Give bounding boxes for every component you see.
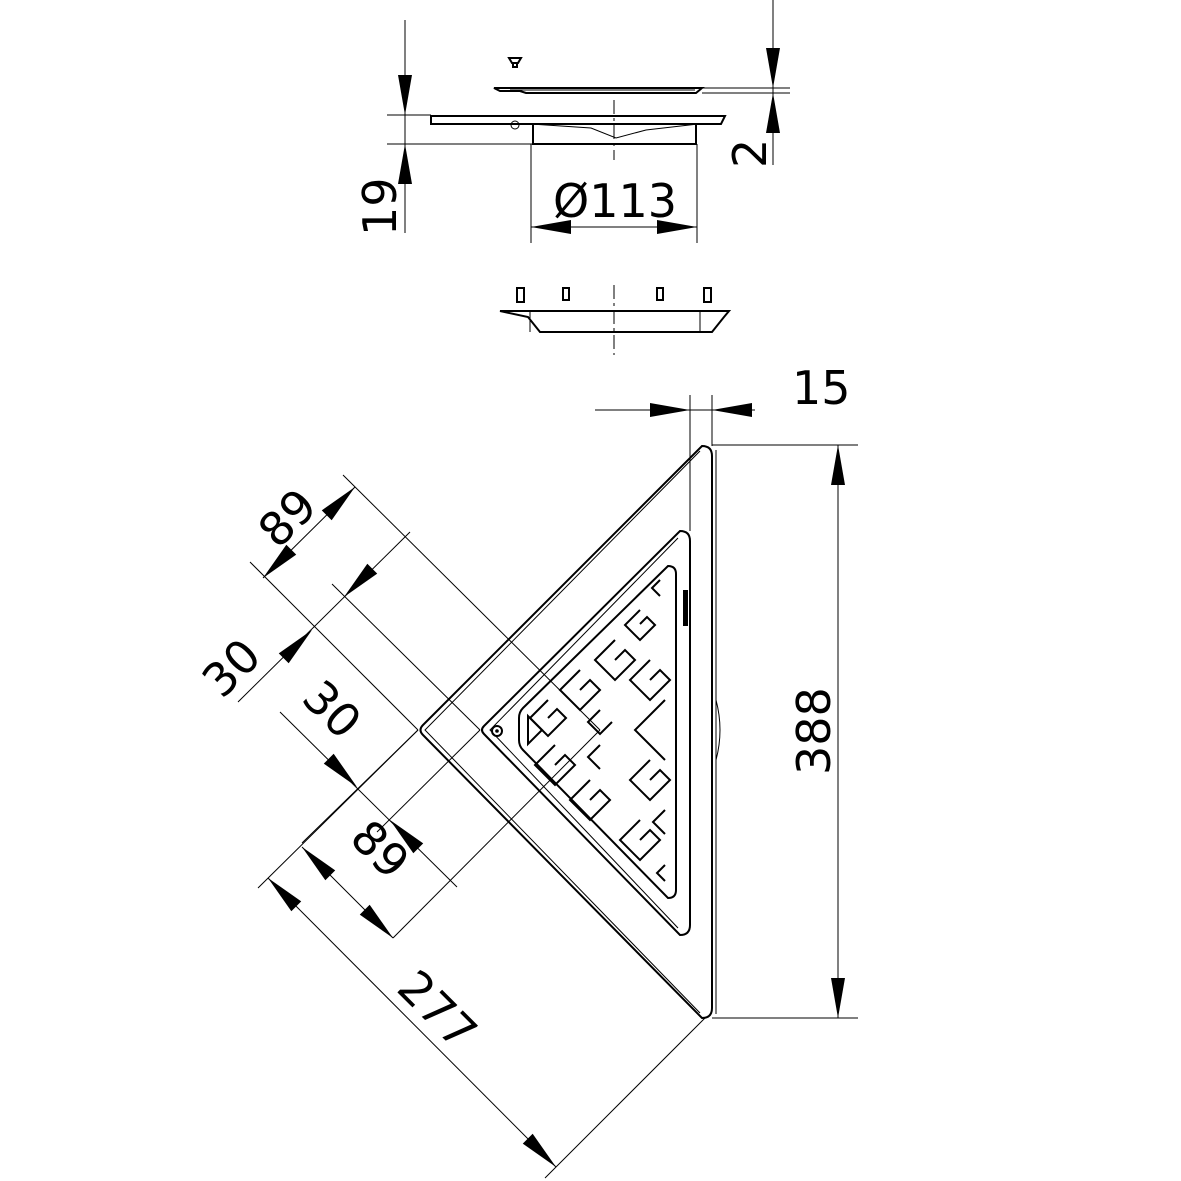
dimension-lower-89: 89: [340, 810, 420, 890]
logo-mark: [683, 590, 688, 626]
grate: [481, 529, 691, 937]
fixing-pins: [516, 287, 712, 303]
grate-pattern-border: [518, 564, 677, 900]
dimension-15: 15: [792, 361, 851, 415]
dimension-arrowhead-icon: [278, 630, 312, 664]
dimension-277: 277: [387, 960, 487, 1060]
dimension-19: 19: [353, 177, 407, 236]
dimension-388: 388: [787, 687, 841, 775]
dimension-upper-89: 89: [248, 478, 328, 558]
screw-icon: [507, 57, 523, 68]
meander-pattern: [527, 579, 672, 882]
outlet-outline: [715, 699, 721, 761]
outer-frame: [419, 444, 713, 1020]
dimension-diameter-113: Ø113: [553, 174, 677, 228]
dimension-arrowhead-icon: [323, 753, 357, 787]
screw-hole-icon: [491, 725, 503, 737]
dimension-lower-30: 30: [292, 670, 372, 750]
dimension-2: 2: [723, 139, 777, 168]
fixing-ring-view: [499, 285, 732, 355]
plan-view: 15 388 277 89 30 30 89: [192, 361, 858, 1179]
fixing-ring: [499, 310, 732, 333]
side-view: 19 2 Ø113: [353, 0, 790, 243]
frame-side: [430, 115, 727, 125]
dimension-upper-30: 30: [192, 628, 272, 708]
